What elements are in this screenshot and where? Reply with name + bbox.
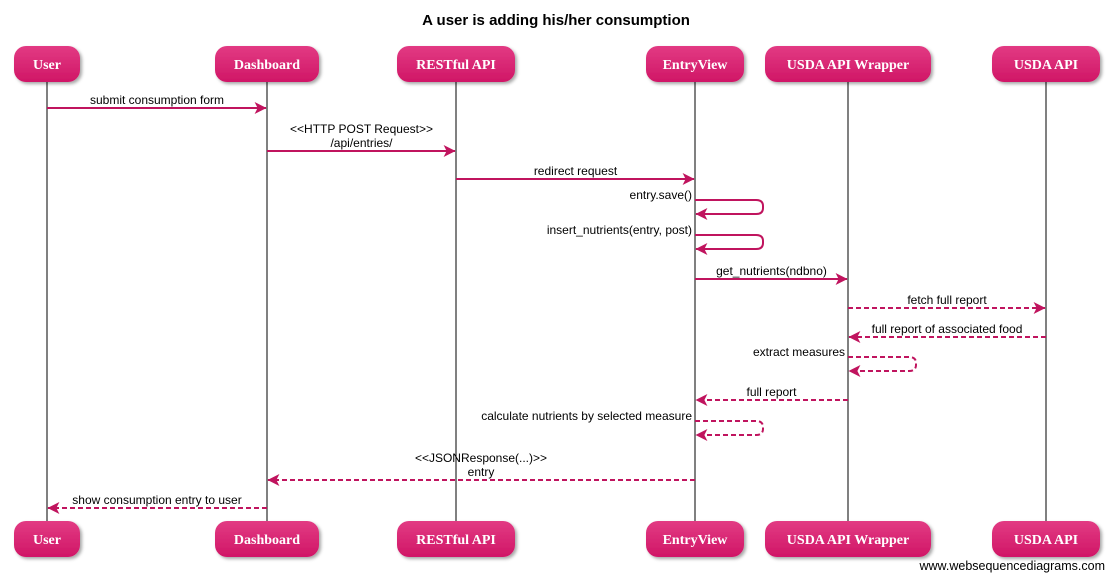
message-9: extract measures [753, 345, 917, 377]
actor-box [646, 46, 744, 82]
message-label: /api/entries/ [330, 136, 393, 150]
actor-wrapper-bottom: USDA API Wrapper [765, 521, 931, 557]
message-label: get_nutrients(ndbno) [716, 264, 827, 278]
message-label: fetch full report [907, 293, 987, 307]
message-5: insert_nutrients(entry, post) [547, 223, 764, 255]
message-label: <<HTTP POST Request>> [290, 122, 433, 136]
actor-user-top: User [14, 46, 80, 82]
actor-label: RESTful API [416, 533, 496, 548]
actor-usda-bottom: USDA API [992, 521, 1100, 557]
actor-entryview-top: EntryView [646, 46, 744, 82]
message-6: get_nutrients(ndbno) [695, 264, 848, 285]
actor-box [765, 46, 931, 82]
message-label: show consumption entry to user [72, 493, 241, 507]
message-4: entry.save() [630, 188, 764, 220]
actor-usda-top: USDA API [992, 46, 1100, 82]
message-label: extract measures [753, 345, 845, 359]
actor-dashboard-bottom: Dashboard [215, 521, 319, 557]
message-13: show consumption entry to user [47, 493, 267, 514]
message-1: submit consumption form [47, 93, 267, 114]
actor-restful-bottom: RESTful API [397, 521, 515, 557]
actor-label: Dashboard [234, 533, 300, 548]
diagram-title: A user is adding his/her consumption [422, 12, 690, 29]
message-label: redirect request [534, 164, 618, 178]
message-7: fetch full report [848, 293, 1046, 314]
actor-box [215, 521, 319, 557]
actors-bottom: User Dashboard RESTful API EntryView USDA AP… [14, 521, 1100, 557]
actor-box [992, 46, 1100, 82]
message-12: <<JSONResponse(...)>>entry [267, 451, 695, 486]
actor-box [765, 521, 931, 557]
actor-label: USDA API [1014, 533, 1078, 548]
actor-wrapper-top: USDA API Wrapper [765, 46, 931, 82]
actor-box [14, 46, 80, 82]
message-label: full report [746, 385, 797, 399]
message-arrow [695, 199, 764, 220]
actor-box [14, 521, 80, 557]
message-label: insert_nutrients(entry, post) [547, 223, 692, 237]
message-label: entry [468, 465, 495, 479]
actors-top: User Dashboard RESTful API EntryView USDA AP… [14, 46, 1100, 82]
actor-label: USDA API [1014, 58, 1078, 73]
message-arrow [695, 420, 764, 441]
actor-box [646, 521, 744, 557]
message-8: full report of associated food [848, 322, 1046, 343]
actor-label: User [33, 58, 61, 73]
message-label: calculate nutrients by selected measure [481, 409, 692, 423]
actor-label: User [33, 533, 61, 548]
actor-entryview-bottom: EntryView [646, 521, 744, 557]
message-3: redirect request [456, 164, 695, 185]
actor-label: Dashboard [234, 58, 300, 73]
actor-label: USDA API Wrapper [787, 533, 909, 548]
message-label: full report of associated food [872, 322, 1023, 336]
message-arrow [695, 234, 764, 255]
actor-box [215, 46, 319, 82]
message-label: submit consumption form [90, 93, 224, 107]
message-11: calculate nutrients by selected measure [481, 409, 764, 441]
actor-label: EntryView [663, 58, 729, 73]
message-2: <<HTTP POST Request>>/api/entries/ [267, 122, 456, 157]
actor-box [397, 521, 515, 557]
actor-box [397, 46, 515, 82]
actor-restful-top: RESTful API [397, 46, 515, 82]
actor-dashboard-top: Dashboard [215, 46, 319, 82]
actor-box [992, 521, 1100, 557]
watermark: www.websequencediagrams.com [918, 559, 1105, 573]
messages: submit consumption form <<HTTP POST Reque… [47, 93, 1046, 514]
message-arrow [848, 356, 917, 377]
actor-user-bottom: User [14, 521, 80, 557]
actor-label: USDA API Wrapper [787, 58, 909, 73]
actor-label: EntryView [663, 533, 729, 548]
actor-label: RESTful API [416, 58, 496, 73]
message-label: entry.save() [630, 188, 692, 202]
message-10: full report [695, 385, 848, 406]
lifelines [46, 82, 1047, 521]
message-label: <<JSONResponse(...)>> [415, 451, 547, 465]
